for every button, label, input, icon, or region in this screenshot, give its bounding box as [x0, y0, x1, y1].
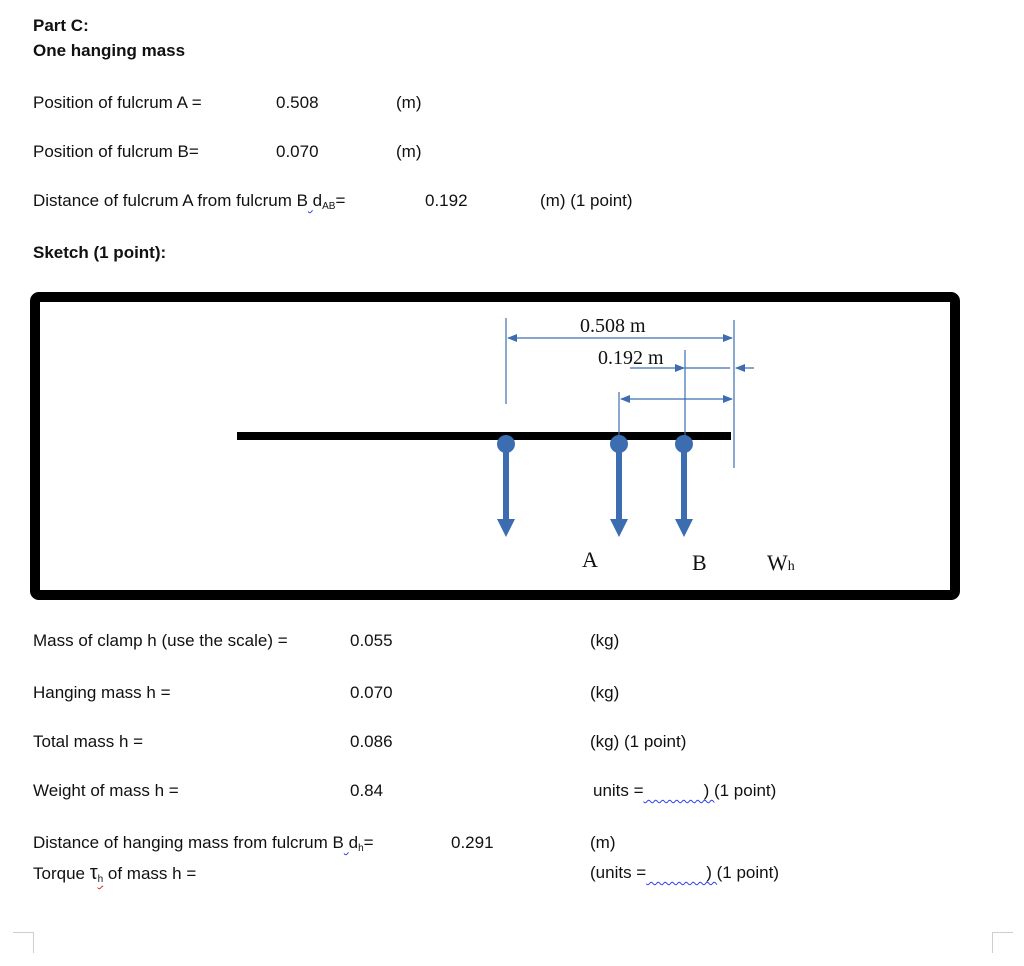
distance-h-label: Distance of hanging mass from fulcrum B … [33, 833, 374, 859]
sketch-title: Sketch (1 point): [33, 243, 167, 262]
dimension-label-outer: 0.508 m [580, 315, 646, 337]
weight-marker-symbol: W [767, 550, 788, 575]
dimension-label-inner: 0.192 m [598, 347, 664, 369]
fulcrum-b-unit: (m) [396, 142, 422, 161]
distance-ab-subscript: AB [322, 201, 336, 212]
hanging-mass-value[interactable]: 0.070 [350, 683, 393, 702]
margin-corner-left [13, 932, 34, 953]
total-mass-label: Total mass h = [33, 732, 144, 751]
distance-ab-label: Distance of fulcrum A from fulcrum B dAB… [33, 191, 345, 217]
distance-h-value[interactable]: 0.291 [451, 833, 494, 852]
distance-h-text: Distance of hanging mass from fulcrum B [33, 833, 344, 852]
distance-h-unit: (m) [590, 833, 616, 852]
fulcrum-a-unit: (m) [396, 93, 422, 112]
weight-units-blank[interactable] [644, 781, 704, 801]
weight-marker: Wh [767, 550, 795, 577]
hanging-mass-label: Hanging mass h = [33, 683, 171, 702]
distance-h-subscript: h [358, 843, 364, 854]
fulcrum-b-marker: B [692, 550, 707, 575]
distance-ab-equals: = [335, 191, 346, 210]
distance-ab-text: Distance of fulcrum A from fulcrum B [33, 191, 308, 210]
distance-ab-unit: (m) (1 point) [540, 191, 633, 210]
sketch-diagram: 0.508 m 0.192 m A B Wh [30, 292, 960, 600]
torque-suffix: of mass h = [103, 864, 197, 883]
clamp-mass-unit: (kg) [590, 631, 620, 650]
clamp-mass-value[interactable]: 0.055 [350, 631, 393, 650]
fulcrum-a-marker: A [582, 547, 598, 572]
margin-corner-right [992, 932, 1013, 953]
weight-value[interactable]: 0.84 [350, 781, 384, 800]
weight-marker-subscript: h [787, 559, 795, 574]
torque-units: (units = ) (1 point) [590, 863, 779, 883]
fulcrum-a-label: Position of fulcrum A = [33, 93, 202, 112]
part-heading: Part C: [33, 16, 89, 35]
weight-units: units = ) (1 point) [593, 781, 776, 801]
fulcrum-b-label: Position of fulcrum B= [33, 142, 199, 161]
distance-h-equals: = [363, 833, 374, 852]
fulcrum-a-value[interactable]: 0.508 [276, 93, 319, 112]
sketch-frame [30, 292, 960, 600]
torque-label: Torque τh of mass h = [33, 863, 196, 890]
weight-units-suffix: ) (1 point) [703, 781, 777, 800]
beam [237, 432, 731, 440]
torque-units-blank[interactable] [646, 863, 706, 883]
weight-units-prefix: units = [593, 781, 644, 800]
section-subtitle: One hanging mass [33, 41, 186, 60]
hanging-mass-unit: (kg) [590, 683, 620, 702]
distance-h-symbol: d [348, 833, 359, 852]
clamp-mass-label: Mass of clamp h (use the scale) = [33, 631, 288, 650]
torque-prefix: Torque [33, 864, 90, 883]
fulcrum-b-value[interactable]: 0.070 [276, 142, 319, 161]
torque-units-suffix: ) (1 point) [706, 863, 779, 882]
weight-label: Weight of mass h = [33, 781, 179, 800]
total-mass-value[interactable]: 0.086 [350, 732, 393, 751]
torque-units-prefix: (units = [590, 863, 647, 882]
torque-subscript: h [97, 874, 104, 885]
tau-symbol: τ [89, 862, 98, 884]
distance-ab-symbol: d [312, 191, 323, 210]
total-mass-unit: (kg) (1 point) [590, 732, 687, 751]
distance-ab-value[interactable]: 0.192 [425, 191, 468, 210]
